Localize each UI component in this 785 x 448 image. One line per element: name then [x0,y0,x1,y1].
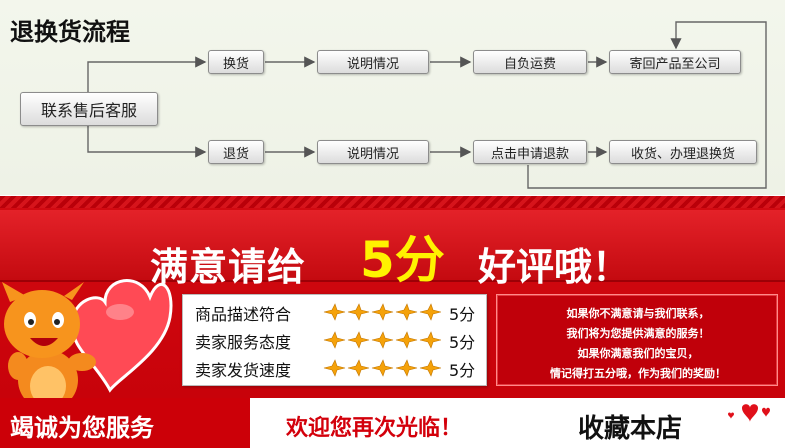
rating-label: 卖家服务态度 [195,333,292,352]
slogan-right: 好评哦！ [478,245,631,289]
rating-box: 商品描述符合 5分 卖家服务态度 [182,294,487,386]
note-line: 情记得打五分哦，作为我们的奖励！ [550,367,726,380]
rating-label: 商品描述符合 [195,305,292,324]
mascot-heart-icon [2,279,173,410]
favorite-shop-link[interactable]: 收藏本店 [578,414,683,444]
star-rating-icon [323,359,441,377]
flow-step-explain-bottom: 说明情况 [317,140,429,164]
flow-step-exchange: 换货 [208,50,264,74]
note-line: 如果你满意我们的宝贝， [577,347,699,360]
slogan-band: 满意请给 5分 好评哦！ [0,210,785,289]
return-flow-section: 退换货流程 联系售后客服 换货 说明情况 自负运费 寄回产品至公司 退货 说明情… [0,0,785,195]
rating-row: 卖家服务态度 5分 [183,327,488,353]
rating-score: 5分 [449,305,476,324]
rating-label: 卖家发货速度 [195,361,292,380]
flow-step-receive-process: 收货、办理退换货 [609,140,757,164]
note-line: 如果你不满意请与我们联系， [566,307,710,320]
star-rating-icon [323,331,441,349]
service-tag-text: 竭诚为您服务 [10,414,154,442]
flow-step-explain-top: 说明情况 [317,50,429,74]
flow-title: 退换货流程 [10,18,130,46]
flow-start-box: 联系售后客服 [20,92,158,126]
flow-step-own-shipping: 自负运费 [473,50,587,74]
rating-row: 商品描述符合 5分 [183,299,488,325]
service-tag: 竭诚为您服务 [0,398,250,448]
slogan-number: 5分 [360,231,445,289]
rating-score: 5分 [449,333,476,352]
hearts-icon [728,404,770,422]
note-line: 我们将为您提供满意的服务！ [566,327,710,340]
bottom-band: 竭诚为您服务 欢迎您再次光临！ 收藏本店 [0,398,785,448]
welcome-text: 欢迎您再次光临！ [286,416,463,441]
star-rating-icon [323,303,441,321]
flow-step-apply-refund: 点击申请退款 [473,140,587,164]
flow-step-send-back: 寄回产品至公司 [609,50,741,74]
rating-score: 5分 [449,361,476,380]
flow-step-return: 退货 [208,140,264,164]
rating-banner-section: 满意请给 5分 好评哦！ 商品描述符合 [0,196,785,448]
service-note-box: 如果你不满意请与我们联系， 我们将为您提供满意的服务！ 如果你满意我们的宝贝， … [496,294,778,386]
decorative-stripe [0,196,785,208]
rating-row: 卖家发货速度 5分 [183,355,488,381]
slogan-left: 满意请给 [150,245,307,289]
